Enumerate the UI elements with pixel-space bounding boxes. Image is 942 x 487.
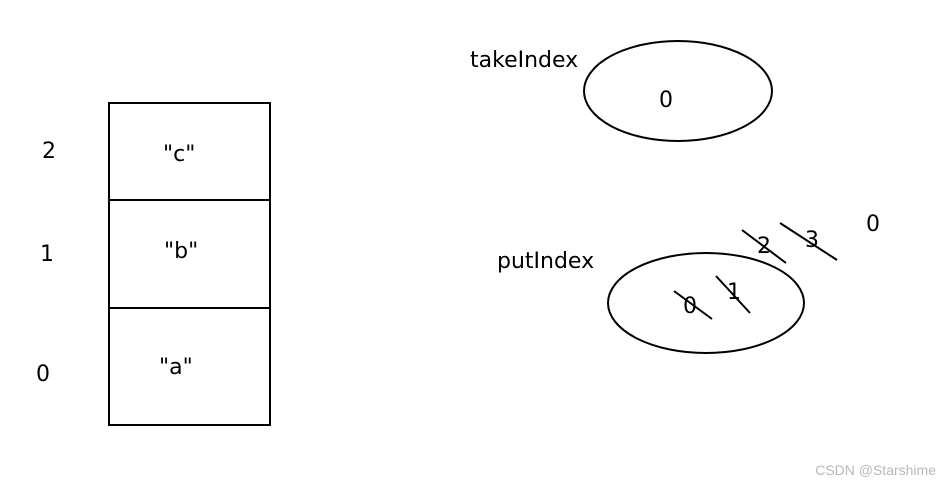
watermark: CSDN @Starshime [815,462,936,478]
array-cell-2-value: "c" [163,142,196,167]
take-index-ellipse [583,40,773,142]
strike-1 [715,275,751,314]
put-index-history-0: 0 [683,294,697,319]
array-cell-0-value: "a" [159,355,193,380]
put-index-ellipse [607,252,805,354]
put-index-history-2: 2 [757,234,771,259]
put-index-history-3: 3 [805,228,819,253]
strike-3 [779,222,838,261]
take-index-value: 0 [659,88,673,113]
array-cell-1-value: "b" [164,239,199,264]
put-index-current: 0 [866,212,880,237]
array-cell-0: "a" [108,307,271,426]
strike-0 [673,290,713,320]
put-index-history-1: 1 [727,280,741,305]
array-index-2: 2 [42,139,56,164]
strike-2 [741,229,787,264]
array-index-0: 0 [36,362,50,387]
array-index-1: 1 [40,242,54,267]
take-index-label: takeIndex [470,48,579,73]
put-index-label: putIndex [497,249,595,274]
